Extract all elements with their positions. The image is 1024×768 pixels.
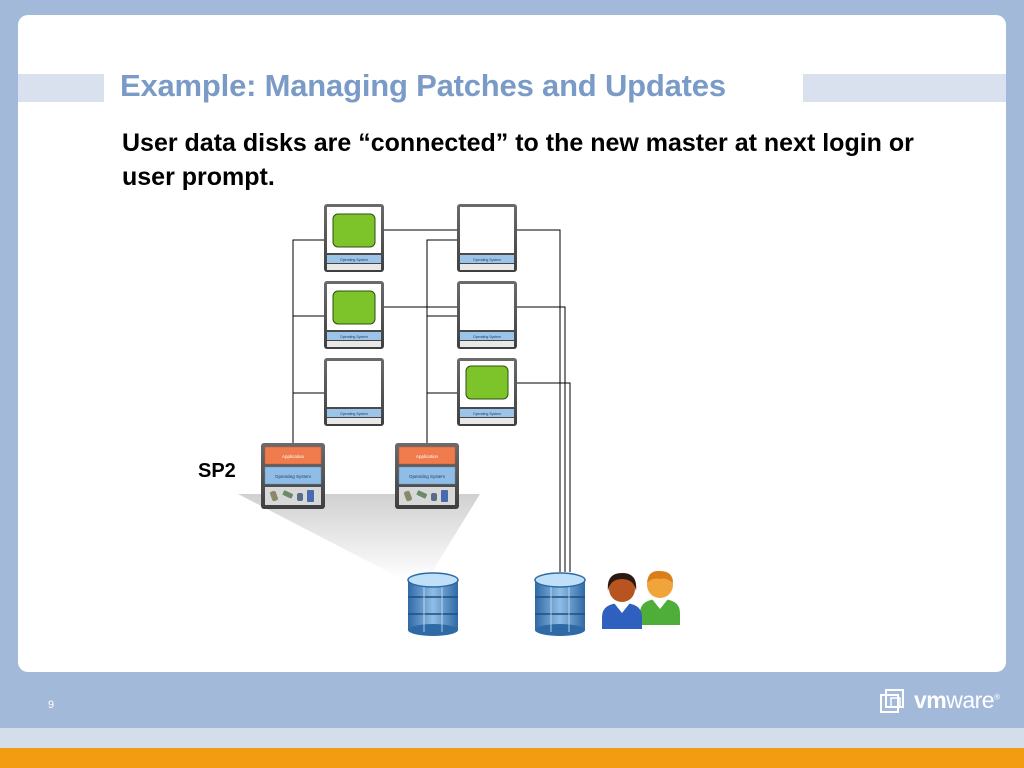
replica-database-icon [407,572,459,636]
user-data-disk [332,213,376,248]
master-os-label: Operating System [409,474,445,479]
footer-orange-bar [0,748,1024,768]
master-label-sp2: SP2 [198,460,236,482]
desktop-vm: Operating System [457,281,517,349]
master-app-label: Application [282,454,305,459]
vmware-wordmark-bold: vm [914,687,947,713]
desktop-os-label: Operating System [340,412,368,416]
vmware-logo-mark-icon [880,689,904,713]
vmware-logo: vmware® [880,687,1005,717]
users-icon [602,570,680,629]
replica-cone [238,494,480,580]
desktop-os-label: Operating System [473,258,501,262]
registered-mark: ® [994,692,1000,702]
desktop-vm: Operating System [457,358,517,426]
desktop-vm: Operating System [324,281,384,349]
desktop-os-label: Operating System [473,412,501,416]
desktop-os-label: Operating System [340,335,368,339]
user-disk-database-icon [534,572,586,636]
page-number: 9 [48,699,55,711]
desktop-os-label: Operating System [340,258,368,262]
master-image: Application Operating System [261,443,325,509]
desktop-vm: Operating System [324,358,384,426]
desktop-os-label: Operating System [473,335,501,339]
master-image: Application Operating System [395,443,459,509]
footer-band [0,728,1024,748]
master-app-label: Application [416,454,439,459]
slide-body-text: User data disks are “connected” to the n… [122,129,914,191]
connector-lines [292,229,571,572]
title-band-left [18,74,104,102]
user-data-disk [465,365,509,400]
title-band-right [803,74,1006,102]
vmware-wordmark: vmware® [914,687,1000,714]
slide-title: Example: Managing Patches and Updates [120,68,726,103]
vmware-wordmark-regular: ware [946,687,995,713]
desktop-vm: Operating System [457,204,517,272]
user-data-disk [332,290,376,325]
desktop-vm: Operating System [324,204,384,272]
master-os-label: Operating System [275,474,311,479]
